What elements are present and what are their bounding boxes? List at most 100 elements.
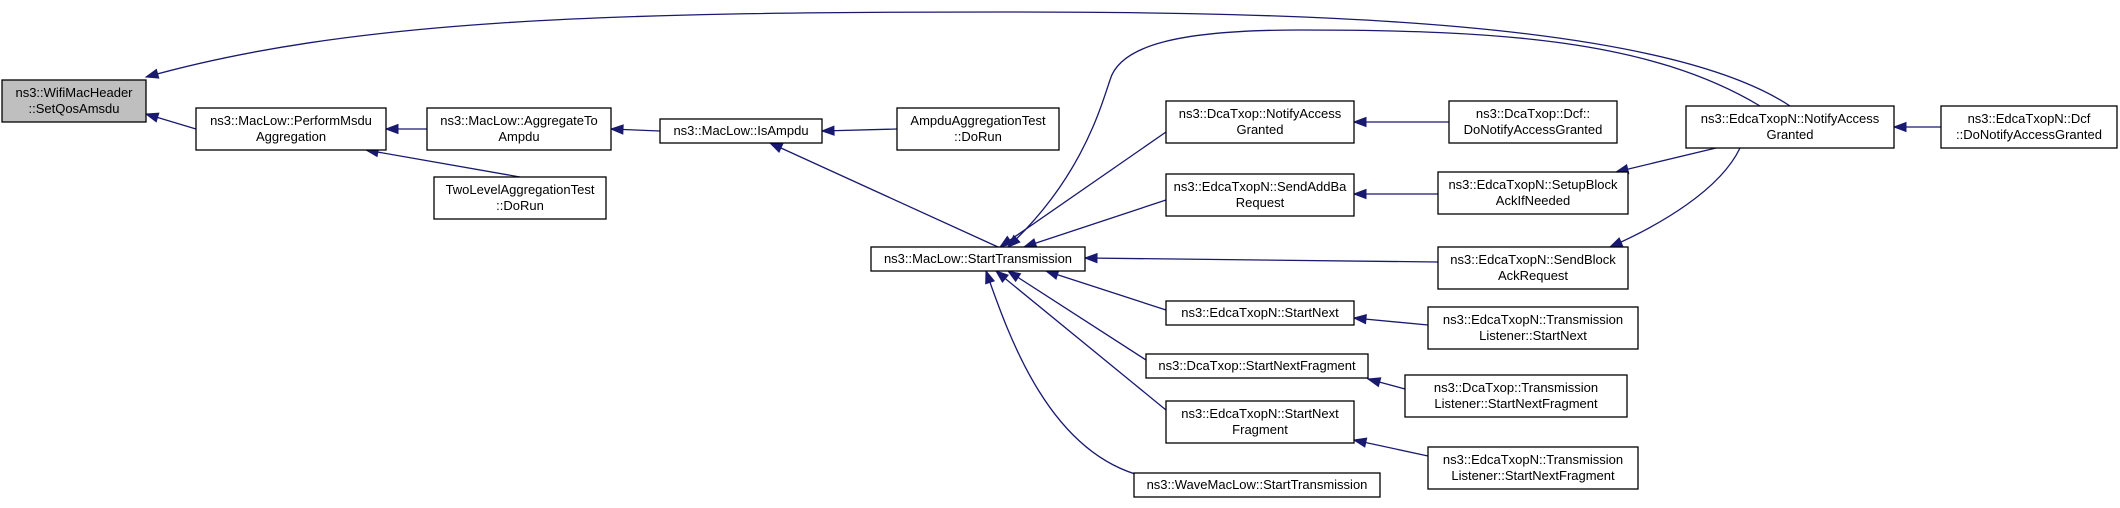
edge-starttransmission-to-isampdu xyxy=(768,142,999,248)
node-box[interactable] xyxy=(433,176,607,220)
arrowhead-icon xyxy=(1366,377,1382,388)
edge-line xyxy=(1353,439,1429,457)
edge-startnext-to-starttransmission xyxy=(1044,269,1167,311)
node-box[interactable] xyxy=(1165,300,1355,326)
arrowhead-icon xyxy=(768,142,784,153)
node-label: ns3::EdcaTxopN::SendAddBa xyxy=(1174,179,1347,194)
node-box[interactable] xyxy=(1,79,147,123)
edge-aggregatetoampdu-to-performmsdu xyxy=(384,123,427,135)
node-label: Aggregation xyxy=(256,129,326,144)
arrowhead-icon xyxy=(1006,270,1022,283)
node-label: ns3::EdcaTxopN::Dcf xyxy=(1968,111,2091,126)
node-label: AckRequest xyxy=(1498,268,1568,283)
node-ampduagg[interactable]: AmpduAggregationTest::DoRun xyxy=(896,107,1060,151)
node-label: ns3::WifiMacHeader xyxy=(15,85,133,100)
arrowhead-icon xyxy=(1608,237,1624,248)
node-label: ::SetQosAmsdu xyxy=(28,101,119,116)
node-edcadcf[interactable]: ns3::EdcaTxopN::Dcf::DoNotifyAccessGrant… xyxy=(1940,105,2118,149)
arrowhead-icon xyxy=(144,112,160,123)
node-edcalistenerfrag[interactable]: ns3::EdcaTxopN::TransmissionListener::St… xyxy=(1427,446,1639,490)
arrowhead-icon xyxy=(1083,252,1098,264)
node-label: ns3::EdcaTxopN::Transmission xyxy=(1443,312,1623,327)
edge-line xyxy=(1045,270,1167,311)
node-label: ns3::DcaTxop::StartNextFragment xyxy=(1158,358,1356,373)
edge-performmsdu-to-setqosamsdu xyxy=(144,112,197,130)
node-edcastartnextfrag[interactable]: ns3::EdcaTxopN::StartNextFragment xyxy=(1165,400,1355,444)
node-startnext[interactable]: ns3::EdcaTxopN::StartNext xyxy=(1165,300,1355,326)
edge-line xyxy=(1609,147,1741,248)
edge-line xyxy=(1007,29,1761,248)
node-dcadcf[interactable]: ns3::DcaTxop::Dcf::DoNotifyAccessGranted xyxy=(1448,100,1618,144)
node-box[interactable] xyxy=(1437,246,1629,290)
node-box[interactable] xyxy=(870,246,1086,272)
node-box[interactable] xyxy=(1448,100,1618,144)
node-label: Fragment xyxy=(1232,422,1288,437)
arrowhead-icon xyxy=(609,124,624,135)
edge-line xyxy=(821,128,898,132)
node-box[interactable] xyxy=(426,107,612,151)
node-edcalistenernext[interactable]: ns3::EdcaTxopN::TransmissionListener::St… xyxy=(1427,306,1639,350)
node-box[interactable] xyxy=(1404,374,1628,418)
edge-edcalistenerfrag-to-edcastartnextfrag xyxy=(1352,437,1429,457)
edge-ampduagg-to-isampdu xyxy=(820,125,898,136)
node-dcalistenerfrag[interactable]: ns3::DcaTxop::TransmissionListener::Star… xyxy=(1404,374,1628,418)
arrowhead-icon xyxy=(1352,313,1367,325)
edge-line xyxy=(365,149,521,178)
node-label: Listener::StartNextFragment xyxy=(1451,468,1615,483)
edge-line xyxy=(769,142,999,248)
node-dcanotify[interactable]: ns3::DcaTxop::NotifyAccessGranted xyxy=(1165,100,1355,144)
node-box[interactable] xyxy=(195,107,387,151)
edge-line xyxy=(1615,147,1717,173)
node-label: ::DoRun xyxy=(496,198,544,213)
arrowhead-icon xyxy=(994,270,1009,283)
node-dcastartnextfrag[interactable]: ns3::DcaTxop::StartNextFragment xyxy=(1145,353,1369,379)
node-label: ns3::EdcaTxopN::SendBlock xyxy=(1450,252,1616,267)
arrowhead-icon xyxy=(384,123,399,135)
node-label: TwoLevelAggregationTest xyxy=(446,182,595,197)
edge-twolevel-to-performmsdu xyxy=(364,147,521,178)
node-wavestarttx[interactable]: ns3::WaveMacLow::StartTransmission xyxy=(1133,472,1381,498)
arrowhead-icon xyxy=(144,68,160,79)
node-setqosamsdu[interactable]: ns3::WifiMacHeader::SetQosAmsdu xyxy=(1,79,147,123)
node-box[interactable] xyxy=(1165,100,1355,144)
node-label: Listener::StartNext xyxy=(1479,328,1587,343)
node-box[interactable] xyxy=(1165,173,1355,217)
arrowhead-icon xyxy=(1892,121,1907,133)
node-box[interactable] xyxy=(1165,400,1355,444)
node-box[interactable] xyxy=(1427,446,1639,490)
node-box[interactable] xyxy=(1685,105,1895,149)
node-label: Ampdu xyxy=(498,129,539,144)
node-label: Request xyxy=(1236,195,1285,210)
node-isampdu[interactable]: ns3::MacLow::IsAmpdu xyxy=(659,118,823,144)
node-box[interactable] xyxy=(1940,105,2118,149)
edge-edcanotify-to-setqosamsdu xyxy=(144,11,1791,107)
node-label: ns3::DcaTxop::NotifyAccess xyxy=(1179,106,1342,121)
node-starttransmission[interactable]: ns3::MacLow::StartTransmission xyxy=(870,246,1086,272)
node-label: Granted xyxy=(1237,122,1284,137)
edge-dcastartnextfrag-to-starttransmission xyxy=(1006,270,1147,361)
node-box[interactable] xyxy=(1133,472,1381,498)
edge-isampdu-to-aggregatetoampdu xyxy=(609,124,661,135)
edge-edcanotify-to-setupblock xyxy=(1614,147,1717,175)
edge-edcanotify-to-sendblockack xyxy=(1608,147,1741,248)
edge-dcalistenerfrag-to-dcastartnextfrag xyxy=(1366,377,1406,390)
node-edcanotify[interactable]: ns3::EdcaTxopN::NotifyAccessGranted xyxy=(1685,105,1895,149)
node-label: ns3::DcaTxop::Dcf:: xyxy=(1476,106,1590,121)
node-label: ns3::MacLow::IsAmpdu xyxy=(673,123,808,138)
node-box[interactable] xyxy=(896,107,1060,151)
node-label: ns3::EdcaTxopN::Transmission xyxy=(1443,452,1623,467)
node-label: ns3::DcaTxop::Transmission xyxy=(1434,380,1598,395)
node-box[interactable] xyxy=(1437,171,1629,215)
node-box[interactable] xyxy=(659,118,823,144)
arrowhead-icon xyxy=(820,125,835,136)
node-box[interactable] xyxy=(1427,306,1639,350)
node-box[interactable] xyxy=(1145,353,1369,379)
node-label: ns3::EdcaTxopN::StartNext xyxy=(1181,305,1339,320)
node-twolevel[interactable]: TwoLevelAggregationTest::DoRun xyxy=(433,176,607,220)
